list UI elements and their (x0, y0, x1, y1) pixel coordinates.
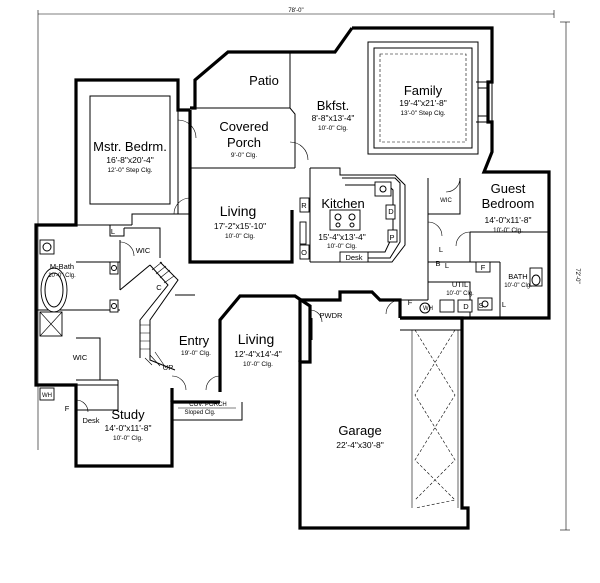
guest-label-1: Guest (491, 181, 526, 196)
family-label: Family (404, 83, 443, 98)
guest-dims: 14'-0"x11'-8" (485, 215, 532, 225)
dimension-lines: 78'-0" 72'-0" (37, 8, 580, 531)
living-front-ceiling: 10'-0" Clg. (243, 361, 273, 368)
entry-ceiling: 19'-0" Clg. (181, 350, 211, 357)
desk-kitchen-label: Desk (345, 253, 362, 262)
family-ceiling: 13'-0" Step Clg. (400, 110, 445, 117)
desk-study-label: Desk (82, 416, 99, 425)
study-ceiling: 10'-0" Clg. (113, 435, 143, 442)
guest-label-2: Bedroom (482, 196, 535, 211)
overall-width-label: 78'-0" (288, 8, 303, 14)
entry-label: Entry (179, 333, 210, 348)
living-rear-dims: 17'-2"x15'-10" (214, 221, 266, 231)
r-label: R (301, 201, 307, 210)
stairs (139, 261, 195, 371)
guest-ceiling: 10'-0" Clg. (493, 227, 523, 234)
room-labels: Patio Covered Porch 9'-0" Clg. Bkfst. 8'… (48, 73, 534, 450)
pwdr-label: PWDR (320, 311, 343, 320)
doors (75, 119, 471, 413)
d-label-1: D (463, 302, 469, 311)
mbath-ceiling: 10'-0" Clg. (48, 273, 76, 279)
mstr-bedrm-dims: 16'-8"x20'-4" (106, 155, 154, 165)
f-label-2: F (65, 404, 70, 413)
living-rear-ceiling: 10'-0" Clg. (225, 233, 255, 240)
cov-porch-label: COV. PORCH (189, 402, 226, 408)
b-label: B (435, 259, 440, 268)
bkfst-label: Bkfst. (317, 98, 350, 113)
bkfst-ceiling: 10'-0" Clg. (318, 125, 348, 132)
p-label: P (389, 233, 394, 242)
bath-fixtures (39, 239, 119, 337)
wic-master-label: WIC (136, 246, 151, 255)
wh-label-2: WH (42, 393, 52, 399)
front-porch (39, 387, 243, 421)
interior-walls (36, 52, 549, 411)
bath-ceiling: 10'-0" Clg. (504, 283, 532, 289)
bath-label: BATH (508, 272, 527, 281)
living-front-dims: 12'-4"x14'-4" (234, 349, 282, 359)
wic-guest-label: WIC (440, 198, 452, 204)
util-label: UTIL (452, 280, 468, 289)
annotation-labels: WIC WIC WIC PWDR Desk Desk UP C L L L L … (42, 198, 506, 425)
f-label-1: F (408, 298, 413, 307)
l-label-4: L (445, 261, 449, 270)
mstr-bedrm-label: Mstr. Bedrm. (93, 139, 167, 154)
c-label: C (156, 283, 162, 292)
l-label-2: L (439, 245, 443, 254)
family-step-ceiling (367, 41, 493, 155)
garage-dims: 22'-4"x30'-8" (336, 440, 384, 450)
wh-label-1: WH (423, 306, 433, 312)
garage-label: Garage (338, 423, 381, 438)
covered-porch-label-1: Covered (219, 119, 268, 134)
mbath-label: M-Bath (50, 262, 74, 271)
wic-bath-label: WIC (73, 353, 88, 362)
master-step-ceiling (89, 95, 171, 205)
mstr-bedrm-ceiling: 12'-0" Step Clg. (107, 167, 152, 174)
kitchen-fixtures (299, 177, 401, 263)
s-label: S (478, 301, 483, 310)
study-label: Study (111, 407, 145, 422)
utility-fixtures (419, 261, 543, 314)
l-label-3: L (502, 300, 506, 309)
covered-porch-label-2: Porch (227, 135, 261, 150)
d-label-2: D (388, 207, 394, 216)
kitchen-label: Kitchen (321, 196, 364, 211)
patio-label: Patio (249, 73, 279, 88)
kitchen-ceiling: 10'-0" Clg. (327, 243, 357, 250)
l-label-1: L (111, 227, 115, 236)
garage-doors (400, 329, 462, 509)
up-label: UP (163, 363, 173, 372)
util-ceiling: 10'-0" Clg. (446, 291, 474, 297)
living-front-label: Living (238, 331, 275, 347)
cov-porch-ceiling: Sloped Clg. (184, 410, 215, 416)
living-rear-label: Living (220, 203, 257, 219)
family-dims: 19'-4"x21'-8" (399, 98, 447, 108)
study-dims: 14'-0"x11'-8" (105, 423, 152, 433)
kitchen-dims: 15'-4"x13'-4" (318, 232, 366, 242)
overall-depth-label: 72'-0" (574, 268, 580, 283)
o-label: O (301, 248, 307, 257)
bkfst-dims: 8'-8"x13'-4" (312, 113, 355, 123)
covered-porch-ceiling: 9'-0" Clg. (231, 152, 258, 159)
f-label-3: F (481, 263, 486, 272)
